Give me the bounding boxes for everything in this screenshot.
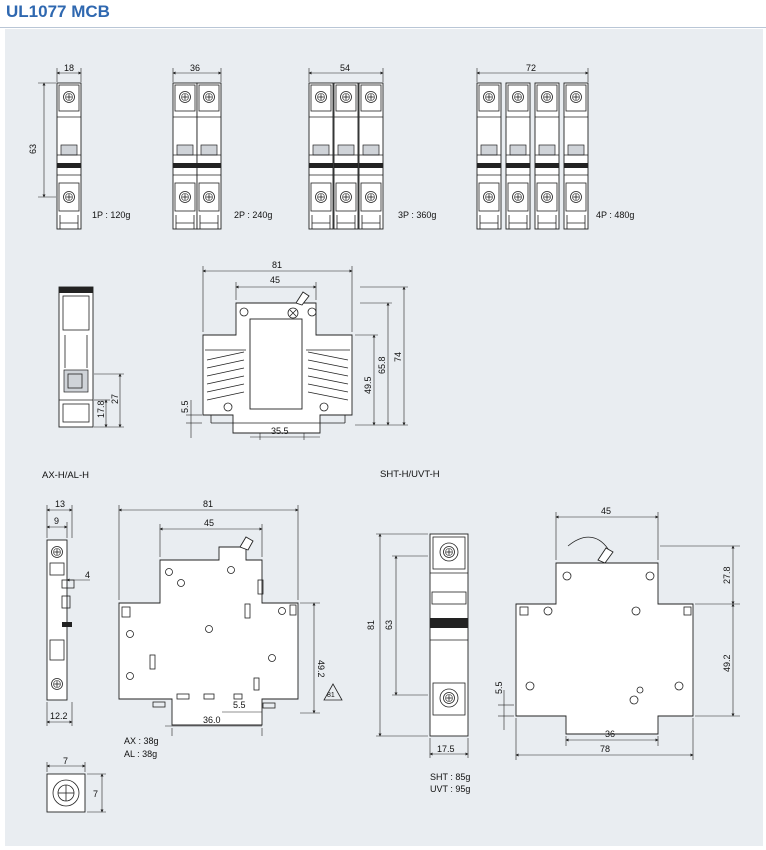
weight-1p: 1P : 120g xyxy=(92,210,130,220)
weight-3p: 3P : 360g xyxy=(398,210,436,220)
dim-profile-45: 45 xyxy=(270,275,280,285)
dim-profile-74: 74 xyxy=(393,352,403,362)
front-view-4p: 72 4P : 480g xyxy=(476,63,634,229)
aux-section-label: AX-H/AL-H xyxy=(42,470,89,481)
shunt-weight-uvt: UVT : 95g xyxy=(430,784,470,794)
dim-small-height: 7 xyxy=(93,789,98,799)
dim-profile-65-8: 65.8 xyxy=(377,356,387,374)
dim-profile-5-5: 5.5 xyxy=(180,400,190,413)
front-view-1p: 18 63 1P : 120g xyxy=(28,63,130,229)
dim-shunt-profile-78: 78 xyxy=(600,744,610,754)
shunt-front-view: 81 63 17.5 xyxy=(366,533,469,758)
dim-3p-width: 54 xyxy=(340,63,350,73)
dim-aux-12-2: 12.2 xyxy=(50,711,68,721)
dim-1p-height: 63 xyxy=(28,144,38,154)
shunt-weight-sht: SHT : 85g xyxy=(430,772,470,782)
aux-profile-view: 81 45 49.2 5.5 36.0 81 xyxy=(118,499,343,736)
aux-weight-al: AL : 38g xyxy=(124,749,157,759)
dim-small-width: 7 xyxy=(63,756,68,766)
dim-aux-9: 9 xyxy=(54,516,59,526)
dim-aux-profile-5-5: 5.5 xyxy=(233,700,246,710)
dim-shunt-17-5: 17.5 xyxy=(437,744,455,754)
profile-view-mcb: 81 45 74 65.8 49.5 5.5 35.5 xyxy=(180,260,408,440)
dim-4p-width: 72 xyxy=(526,63,536,73)
shunt-profile-view: 45 27.8 49.2 5.5 36 78 xyxy=(494,506,740,760)
aux-flag: 81 xyxy=(327,692,335,699)
dim-profile-81: 81 xyxy=(272,260,282,270)
side-view-mcb: 27 17.8 xyxy=(58,286,124,428)
aux-front-view: 13 9 4 12.2 xyxy=(46,499,90,726)
weight-4p: 4P : 480g xyxy=(596,210,634,220)
dim-1p-width: 18 xyxy=(64,63,74,73)
dim-2p-width: 36 xyxy=(190,63,200,73)
dim-aux-profile-45: 45 xyxy=(204,518,214,528)
front-view-2p: 36 2P : 240g xyxy=(172,63,272,229)
dim-shunt-profile-49-2: 49.2 xyxy=(722,654,732,672)
dim-side-17-8: 17.8 xyxy=(96,400,106,418)
dim-aux-4: 4 xyxy=(85,570,90,580)
dim-aux-13: 13 xyxy=(55,499,65,509)
dim-aux-profile-49-2: 49.2 xyxy=(316,660,326,678)
front-view-3p: 54 3P : 360g xyxy=(308,63,436,229)
title-divider xyxy=(0,27,766,28)
aux-weight-ax: AX : 38g xyxy=(124,736,159,746)
dim-aux-profile-36: 36.0 xyxy=(203,715,221,725)
weight-2p: 2P : 240g xyxy=(234,210,272,220)
dim-shunt-profile-27-8: 27.8 xyxy=(722,566,732,584)
aux-small-view: 7 7 xyxy=(46,756,106,813)
dim-profile-35-5: 35.5 xyxy=(271,426,289,436)
dim-shunt-profile-45: 45 xyxy=(601,506,611,516)
dim-shunt-81: 81 xyxy=(366,620,376,630)
dim-shunt-63: 63 xyxy=(384,620,394,630)
dim-side-27: 27 xyxy=(110,394,120,404)
dim-shunt-profile-5-5: 5.5 xyxy=(494,681,504,694)
dim-aux-profile-81: 81 xyxy=(203,499,213,509)
page-title: UL1077 MCB xyxy=(6,2,110,21)
dim-shunt-profile-36: 36 xyxy=(605,729,615,739)
shunt-section-label: SHT-H/UVT-H xyxy=(380,469,440,480)
dim-profile-49-5: 49.5 xyxy=(363,376,373,394)
